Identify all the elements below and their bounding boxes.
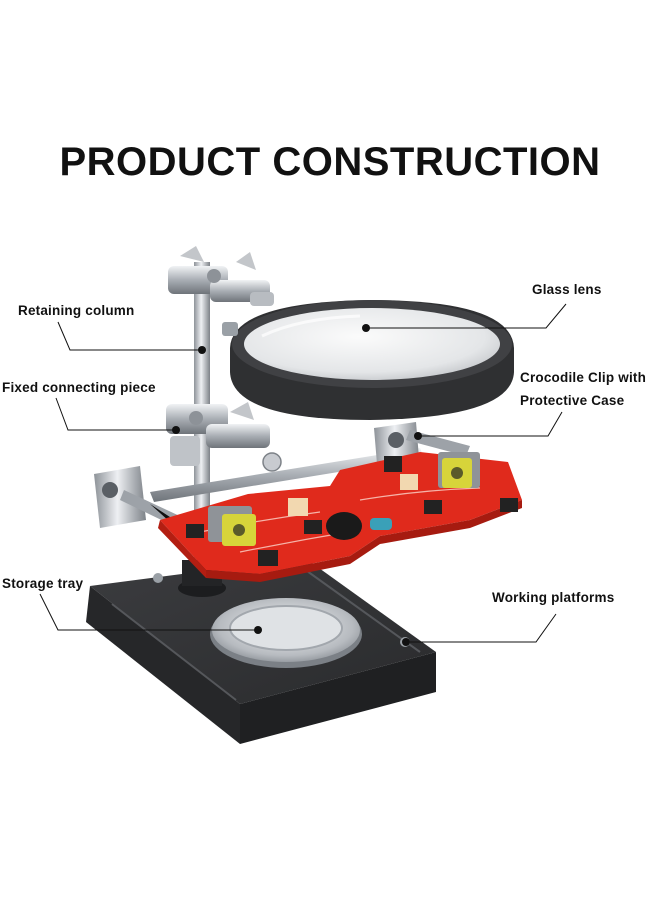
pcb-board [158,452,522,582]
label-crocodile-clip-line1: Crocodile Clip with [520,370,647,385]
label-storage-tray: Storage tray [2,576,84,591]
storage-tray-dish [210,598,362,668]
dot-retaining-column [198,346,206,354]
dot-glass-lens [362,324,370,332]
page-title: PRODUCT CONSTRUCTION [59,140,601,184]
leader-lines [39,303,567,643]
dot-crocodile-clip [414,432,422,440]
label-working-platforms: Working platforms [492,590,615,605]
leader-crocodile-clip [418,411,563,437]
label-crocodile-clip-line2: Protective Case [520,393,625,408]
glass-lens [222,300,514,420]
dot-storage-tray [254,626,262,634]
leader-working-platforms [406,613,557,643]
label-glass-lens: Glass lens [532,282,602,297]
leader-fixed-connecting-piece [55,397,176,431]
leader-dots [172,324,422,646]
dot-working-platforms [402,638,410,646]
label-fixed-connecting-piece: Fixed connecting piece [2,380,156,395]
leader-storage-tray [39,593,258,631]
leader-glass-lens [366,303,567,329]
dot-fixed-connecting-piece [172,426,180,434]
label-retaining-column: Retaining column [18,303,135,318]
horizontal-arm [150,448,424,502]
fixed-connecting-piece [166,402,270,466]
top-clamp [168,246,274,306]
leader-retaining-column [57,321,202,351]
